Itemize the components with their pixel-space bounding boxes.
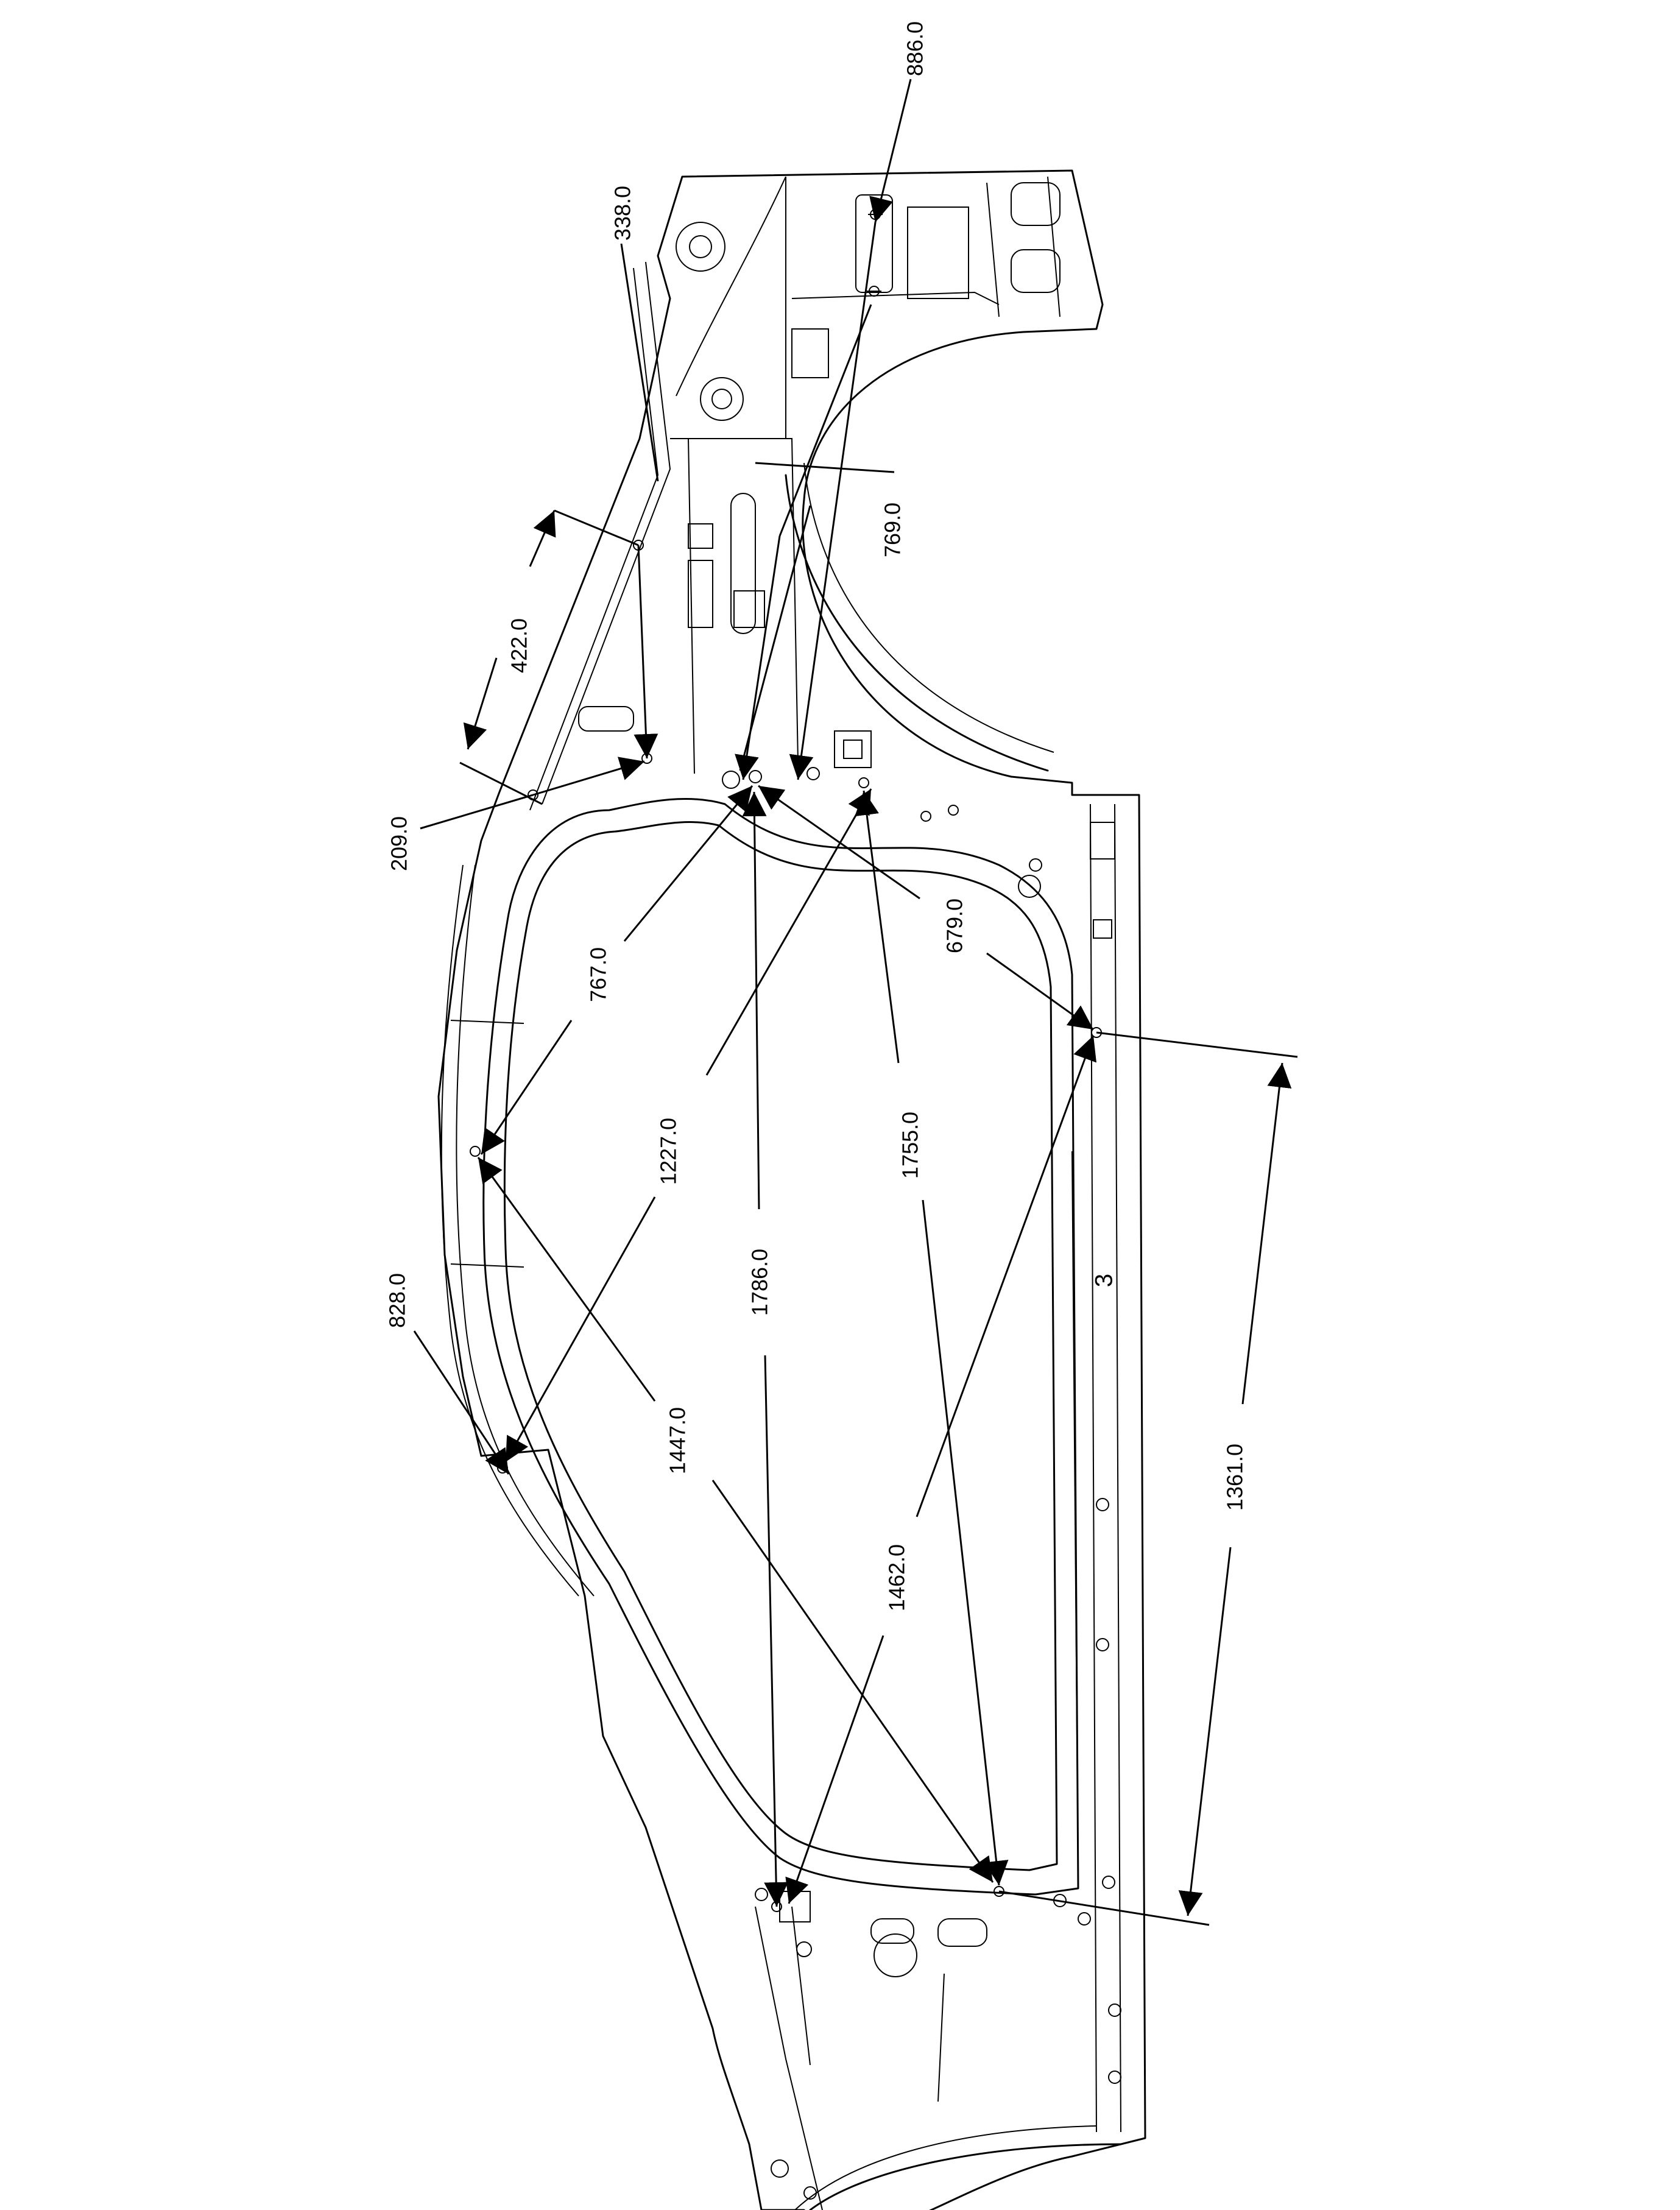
dimension-label-886: 886.0 <box>903 21 928 76</box>
dimension-label-769: 769.0 <box>880 503 905 557</box>
dimension-label-1361: 1361.0 <box>1223 1444 1248 1511</box>
dimension-label-767: 767.0 <box>586 947 611 1002</box>
dimension-label-209: 209.0 <box>387 816 412 871</box>
measuring-points <box>470 209 1102 1912</box>
body-features <box>578 182 1121 2200</box>
dimension-label-338: 338.0 <box>610 186 635 241</box>
dimension-labels: 886.0 338.0 769.0 422.0 209.0 767.0 679.… <box>385 21 1248 1611</box>
dimension-lines <box>413 79 1298 1926</box>
dimension-label-1227: 1227.0 <box>656 1118 681 1185</box>
dimension-label-1786: 1786.0 <box>747 1249 772 1316</box>
dimension-label-422: 422.0 <box>507 618 532 673</box>
dimension-label-828: 828.0 <box>385 1273 410 1328</box>
dimension-label-1462: 1462.0 <box>884 1544 909 1611</box>
part-mark: 3 <box>1091 1274 1118 1287</box>
dimension-label-1447: 1447.0 <box>665 1407 690 1474</box>
dimension-label-679: 679.0 <box>942 898 967 953</box>
dimension-label-1755: 1755.0 <box>898 1112 923 1179</box>
body-side-outline <box>437 169 1146 2210</box>
